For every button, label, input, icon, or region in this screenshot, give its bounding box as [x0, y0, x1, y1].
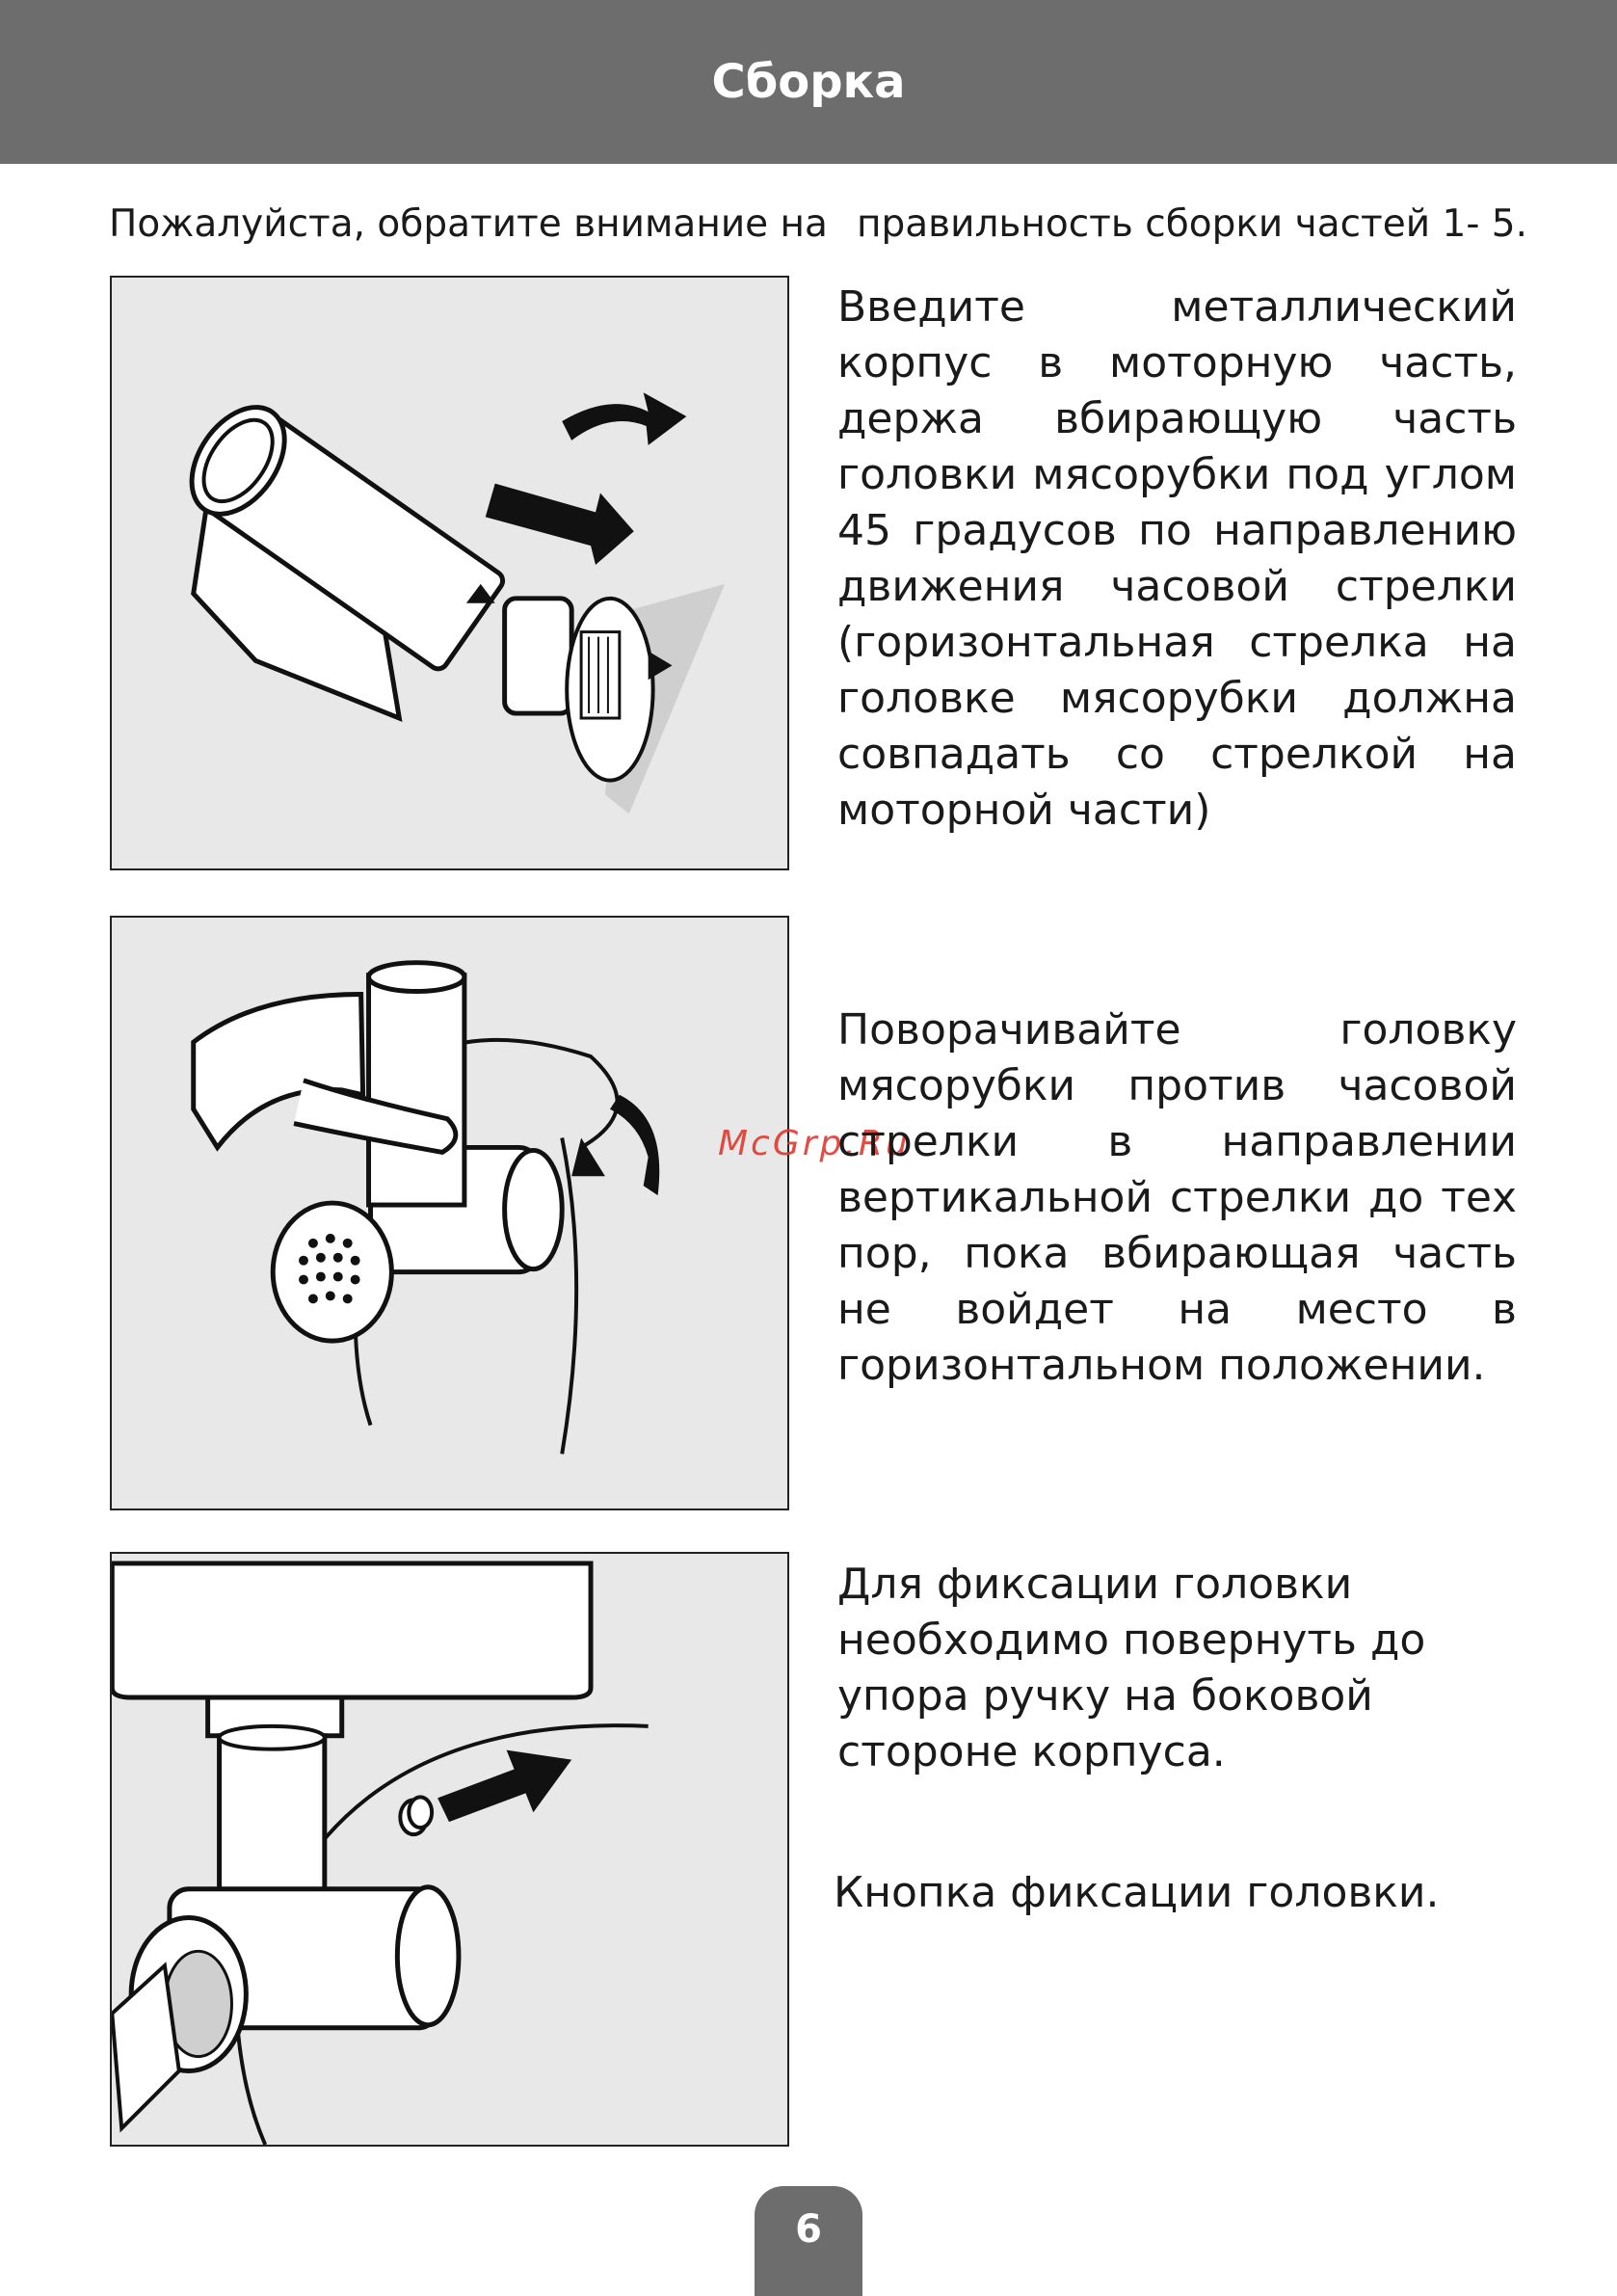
grinder-plate — [270, 1200, 394, 1344]
lock-knob-icon — [398, 1795, 435, 1837]
hand — [191, 991, 366, 1152]
page-title: Сборка — [711, 55, 906, 109]
vertical-marker-icon — [571, 1137, 605, 1177]
motor-side-outline — [321, 1723, 649, 1843]
alignment-marker-icon — [465, 583, 495, 603]
insert-arrow-icon — [485, 483, 634, 566]
vertical-tube — [366, 973, 467, 1208]
insert-housing-drawing — [189, 392, 726, 814]
step-3-text: Для фиксации головки необходимо повернут… — [837, 1560, 1426, 1776]
lock-knob-drawing — [112, 1561, 649, 2145]
housing-tube — [189, 405, 506, 672]
motor-body — [112, 1561, 594, 1700]
intro-part-2: правильность сборки частей 1- 5. — [856, 202, 1527, 246]
thumb — [293, 1078, 459, 1156]
page-number-tab: 6 — [755, 2186, 862, 2296]
housing-coupling — [502, 596, 574, 716]
step-4-text: Кнопка фиксации головки. — [834, 1868, 1440, 1917]
illustration-rotate-head — [110, 916, 789, 1510]
page-header: Сборка — [0, 0, 1617, 164]
illustration-lock-knob — [110, 1552, 789, 2147]
rotation-arrow-icon — [562, 392, 687, 445]
page-number: 6 — [795, 2207, 822, 2252]
plate-holes — [299, 1233, 360, 1304]
counterclockwise-arrow-icon — [609, 1094, 660, 1196]
motor-arrow-icon — [648, 651, 673, 681]
step-2-text: Поворачивайте головку мясорубки против ч… — [837, 1005, 1517, 1390]
illustration-insert-housing — [110, 276, 789, 870]
drive-shaft — [579, 630, 622, 720]
step-1-text: Введите металлический корпус в моторную … — [837, 282, 1517, 835]
intro-text: Пожалуйста, обратите внимание на правильн… — [109, 198, 1535, 252]
rotate-head-drawing — [191, 960, 660, 1455]
intro-part-1: Пожалуйста, обратите внимание на — [109, 202, 828, 246]
knob-pointer-arrow-icon — [437, 1749, 572, 1823]
watermark: McGrp.Ru — [718, 1124, 911, 1163]
